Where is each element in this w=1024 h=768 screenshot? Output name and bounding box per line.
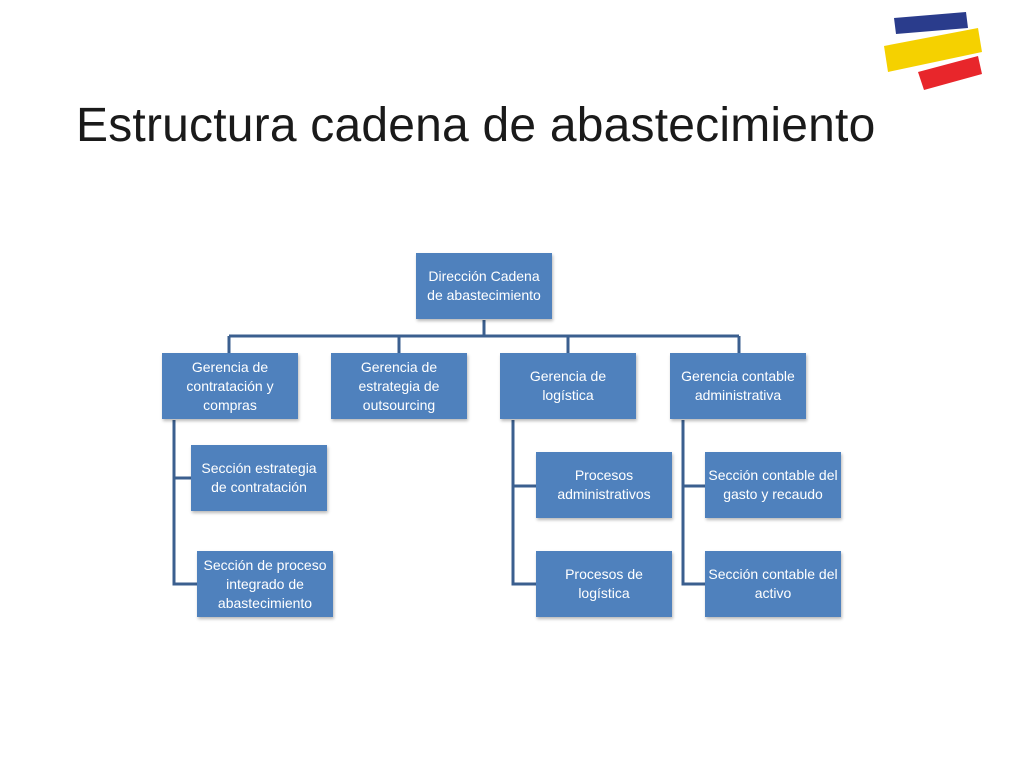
- org-node-root: Dirección Cadena de abastecimiento: [416, 253, 552, 319]
- org-node-label: Gerencia de estrategia de outsourcing: [358, 358, 440, 413]
- org-node-seccion-estrategia: Sección estrategia de contratación: [191, 445, 327, 511]
- org-node-gerencia-contable: Gerencia contable administrativa: [670, 353, 806, 419]
- org-node-label: Procesos de logística: [565, 566, 643, 601]
- org-node-gerencia-logistica: Gerencia de logística: [500, 353, 636, 419]
- page-title: Estructura cadena de abastecimiento: [76, 99, 876, 152]
- org-node-label: Gerencia de contratación y compras: [186, 358, 274, 413]
- org-node-seccion-proceso-integrado: Sección de proceso integrado de abasteci…: [197, 551, 333, 617]
- org-node-seccion-activo: Sección contable del activo: [705, 551, 841, 617]
- org-node-seccion-gasto-recaudo: Sección contable del gasto y recaudo: [705, 452, 841, 518]
- org-node-procesos-logistica: Procesos de logística: [536, 551, 672, 617]
- org-node-label: Procesos administrativos: [557, 467, 651, 502]
- org-node-label: Gerencia de logística: [529, 368, 607, 403]
- org-node-label: Sección contable del gasto y recaudo: [708, 467, 838, 502]
- org-node-procesos-administrativos: Procesos administrativos: [536, 452, 672, 518]
- flag-stripes-logo: [884, 12, 982, 90]
- org-node-label: Dirección Cadena de abastecimiento: [427, 268, 541, 303]
- org-node-label: Sección de proceso integrado de abasteci…: [203, 556, 327, 611]
- org-node-label: Sección estrategia de contratación: [201, 460, 317, 495]
- org-node-label: Gerencia contable administrativa: [681, 368, 795, 403]
- org-node-gerencia-contratacion: Gerencia de contratación y compras: [162, 353, 298, 419]
- org-node-gerencia-outsourcing: Gerencia de estrategia de outsourcing: [331, 353, 467, 419]
- org-node-label: Sección contable del activo: [708, 566, 838, 601]
